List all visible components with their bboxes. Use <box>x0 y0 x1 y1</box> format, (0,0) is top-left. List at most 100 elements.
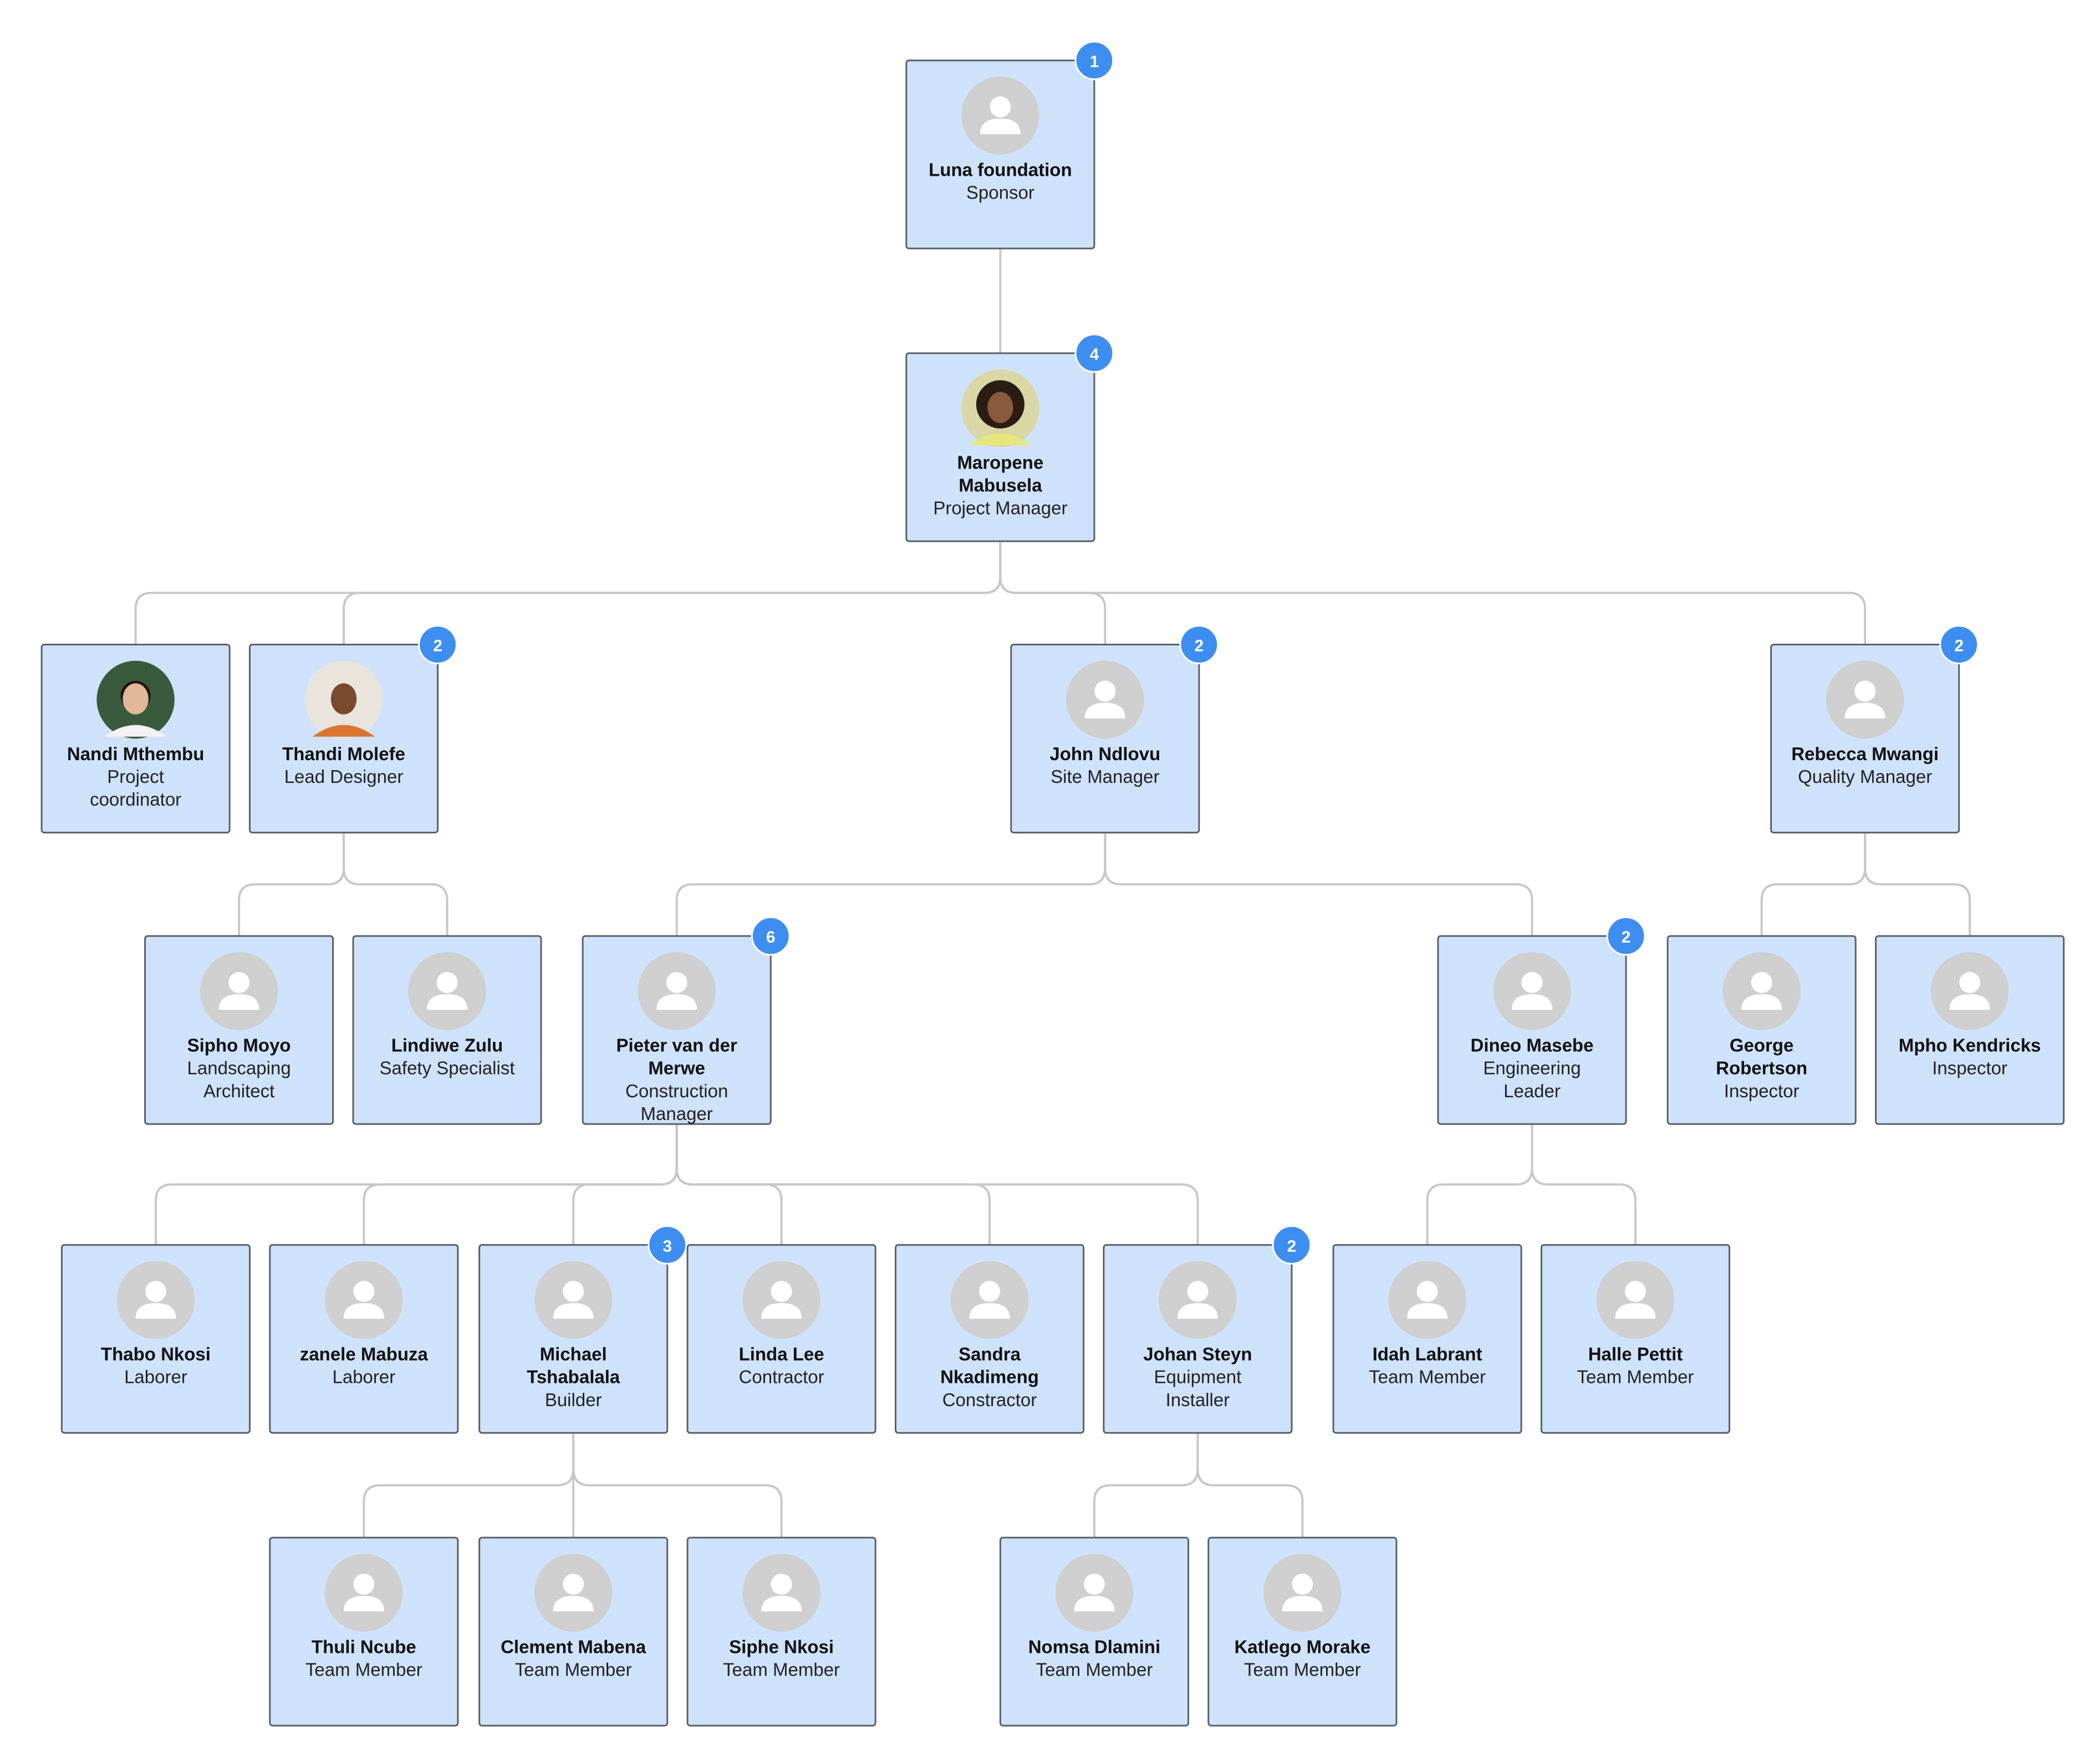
person-role: Site Manager <box>1051 766 1159 787</box>
person-role: Landscaping <box>187 1058 291 1078</box>
user-placeholder-icon <box>408 952 486 1030</box>
connector-rebecca-george <box>1760 832 1867 937</box>
badge-count: 2 <box>1954 637 1964 655</box>
person-role: Team Member <box>1244 1660 1361 1680</box>
person-role: Leader <box>1503 1081 1561 1101</box>
person-role: Project <box>107 766 164 787</box>
user-placeholder-icon <box>534 1261 613 1339</box>
person-name: Halle Pettit <box>1588 1343 1683 1364</box>
person-role: Lead Designer <box>284 766 404 787</box>
connector-dineo-idah <box>1426 1124 1533 1245</box>
person-name: Thuli Ncube <box>312 1636 416 1657</box>
person-role: Inspector <box>1724 1081 1800 1101</box>
direct-reports-badge[interactable]: 4 <box>1074 333 1114 373</box>
person-name: Nandi Mthembu <box>67 744 204 764</box>
person-role: Construction <box>625 1081 728 1101</box>
avatar-photo <box>304 660 383 739</box>
person-name: Mpho Kendricks <box>1899 1035 2041 1055</box>
person-name: Linda Lee <box>739 1343 824 1364</box>
badge-count: 2 <box>1287 1237 1297 1255</box>
user-placeholder-icon <box>1596 1261 1675 1339</box>
person-name: Sipho Moyo <box>187 1035 291 1055</box>
connector-johan-nomsa <box>1093 1433 1199 1538</box>
person-name: zanele Mabuza <box>300 1343 429 1364</box>
person-role: Architect <box>203 1081 274 1101</box>
avatar-photo <box>96 660 175 739</box>
person-name: Pieter van der <box>616 1035 737 1055</box>
card-box <box>582 935 772 1125</box>
person-role: Builder <box>545 1390 602 1410</box>
person-name: Michael <box>540 1343 607 1364</box>
card-box <box>1010 644 1200 834</box>
person-name: Mabusela <box>959 475 1042 495</box>
direct-reports-badge[interactable]: 2 <box>1179 625 1219 664</box>
direct-reports-badge[interactable]: 2 <box>1272 1225 1312 1265</box>
badge-count: 3 <box>662 1237 672 1255</box>
card-box <box>1437 935 1627 1125</box>
connector-michael-thuli <box>363 1433 575 1538</box>
card-box <box>1875 935 2065 1125</box>
connector-dineo-halle <box>1531 1124 1637 1245</box>
user-placeholder-icon <box>950 1261 1029 1339</box>
direct-reports-badge[interactable]: 2 <box>418 625 457 664</box>
direct-reports-badge[interactable]: 1 <box>1074 40 1114 80</box>
person-name: Maropene <box>957 452 1043 472</box>
badge-count: 2 <box>433 637 442 655</box>
connector-thandi-sipho <box>238 832 345 937</box>
person-role: Team Member <box>1369 1367 1486 1387</box>
direct-reports-badge[interactable]: 2 <box>1606 916 1646 956</box>
connector-michael-siphe <box>572 1433 783 1538</box>
person-name: Thandi Molefe <box>282 744 405 764</box>
card-box <box>144 935 334 1125</box>
person-role: coordinator <box>90 789 181 810</box>
user-placeholder-icon <box>200 952 278 1030</box>
badge-count: 6 <box>766 928 776 946</box>
direct-reports-badge[interactable]: 6 <box>751 916 791 956</box>
person-role: Manager <box>641 1103 713 1124</box>
person-role: Contractor <box>739 1367 824 1387</box>
person-role: Team Member <box>515 1660 632 1680</box>
user-placeholder-icon <box>325 1554 403 1632</box>
user-placeholder-icon <box>742 1261 820 1339</box>
person-name: John Ndlovu <box>1049 744 1160 764</box>
direct-reports-badge[interactable]: 2 <box>1939 625 1979 664</box>
user-placeholder-icon <box>638 952 716 1030</box>
user-placeholder-icon <box>742 1554 820 1632</box>
person-name: Dineo Masebe <box>1471 1035 1594 1055</box>
person-name: George <box>1730 1035 1794 1055</box>
person-role: Laborer <box>332 1367 395 1387</box>
connector-johan-katlego <box>1196 1433 1304 1538</box>
direct-reports-badge[interactable]: 3 <box>648 1225 687 1265</box>
card-box <box>1666 935 1857 1125</box>
person-role: Constractor <box>942 1390 1037 1410</box>
badge-count: 2 <box>1622 928 1631 946</box>
person-role: Team Member <box>1577 1367 1694 1387</box>
person-name: Luna foundation <box>929 159 1072 180</box>
user-placeholder-icon <box>325 1261 403 1339</box>
